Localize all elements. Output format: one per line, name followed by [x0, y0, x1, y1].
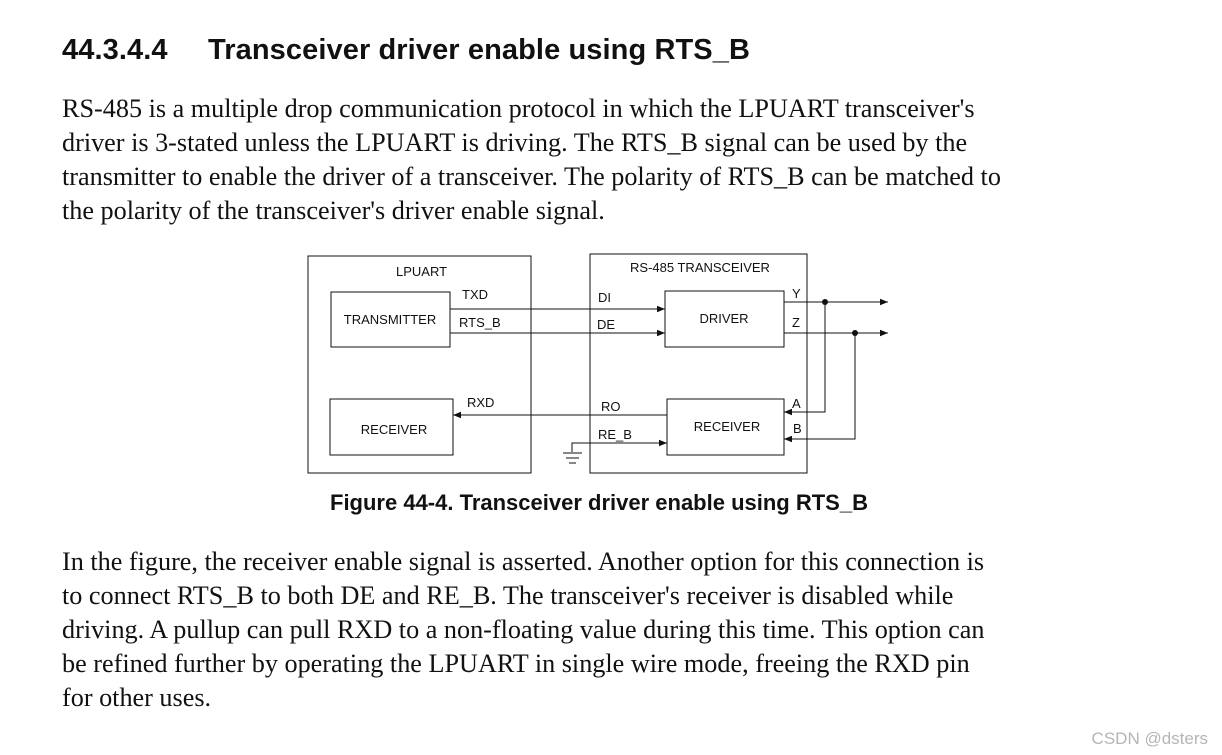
followup-line: to connect RTS_B to both DE and RE_B. Th… [62, 581, 954, 610]
driver-label: DRIVER [699, 311, 748, 326]
transmitter-label: TRANSMITTER [344, 312, 436, 327]
xcvr-receiver-label: RECEIVER [694, 419, 760, 434]
followup-line: for other uses. [62, 683, 212, 712]
transmitter-block [330, 291, 451, 348]
intro-line: the polarity of the transceiver's driver… [62, 196, 605, 225]
rxd-label: RXD [467, 395, 494, 410]
lpuart-block [307, 255, 532, 474]
reb-label: RE_B [598, 427, 632, 442]
reb-wire [571, 439, 667, 452]
transceiver-block [589, 253, 808, 474]
z-label: Z [792, 315, 800, 330]
intro-line: RS-485 is a multiple drop communication … [62, 94, 975, 123]
section-number: 44.3.4.4 [62, 34, 168, 66]
b-label: B [793, 421, 802, 436]
rts-label: RTS_B [459, 315, 501, 330]
lpuart-receiver-block [329, 398, 454, 456]
transceiver-title: RS-485 TRANSCEIVER [630, 260, 770, 275]
lpuart-title: LPUART [396, 264, 447, 279]
figure-caption: Figure 44-4. Transceiver driver enable u… [330, 490, 868, 515]
watermark: CSDN @dsters [1091, 729, 1208, 748]
section-heading: 44.3.4.4 Transceiver driver enable using … [62, 34, 750, 67]
intro-paragraph: RS-485 is a multiple drop communication … [62, 92, 1001, 228]
b-wire [784, 333, 856, 443]
xcvr-receiver-block [666, 398, 785, 456]
lpuart-receiver-label: RECEIVER [361, 422, 427, 437]
driver-block [664, 290, 785, 348]
followup-line: be refined further by operating the LPUA… [62, 649, 970, 678]
de-label: DE [597, 317, 615, 332]
a-label: A [792, 396, 801, 411]
ground-icon [563, 452, 582, 464]
ro-label: RO [601, 399, 621, 414]
txd-label: TXD [462, 287, 488, 302]
intro-line: driver is 3-stated unless the LPUART is … [62, 128, 968, 157]
di-label: DI [598, 290, 611, 305]
a-wire [784, 302, 826, 416]
intro-line: transmitter to enable the driver of a tr… [62, 162, 1001, 191]
y-label: Y [792, 286, 801, 301]
followup-paragraph: In the figure, the receiver enable signa… [62, 545, 985, 715]
followup-line: In the figure, the receiver enable signa… [62, 547, 985, 576]
section-title: Transceiver driver enable using RTS_B [208, 34, 751, 66]
followup-line: driving. A pullup can pull RXD to a non-… [62, 615, 985, 644]
